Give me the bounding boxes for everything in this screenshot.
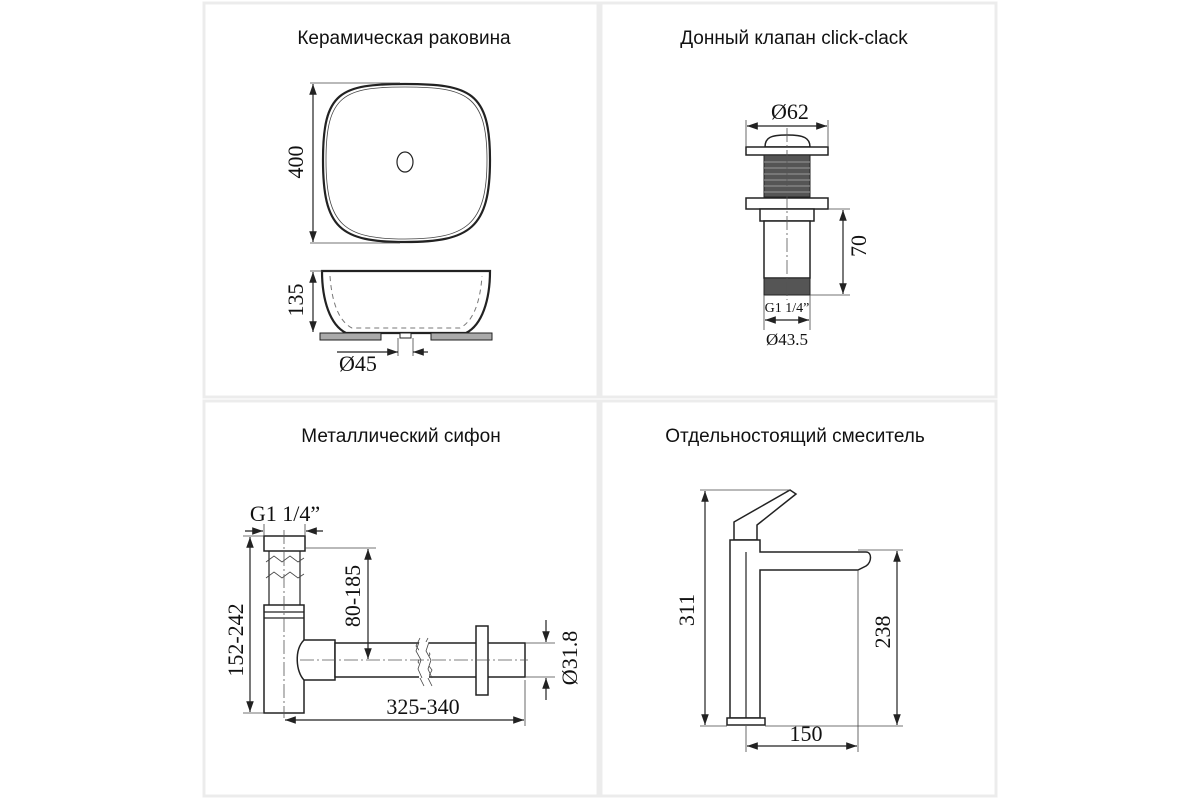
dimension-pipe-diameter: Ø31.8 — [525, 620, 582, 700]
dim-label: 325-340 — [386, 694, 459, 719]
dimension-spout-height: 238 — [765, 549, 903, 727]
drain-outlet — [399, 332, 412, 339]
dim-label: Ø31.8 — [557, 631, 582, 685]
panel-metal-siphon: Металлический сифон G1 1/4” — [223, 426, 582, 726]
valve-drawing — [745, 128, 829, 300]
panel-title: Керамическая раковина — [297, 28, 511, 49]
panel-title: Металлический сифон — [301, 426, 500, 447]
dimension-drain: Ø45 — [337, 338, 428, 376]
siphon-drawing — [263, 530, 528, 718]
basin-side-view — [319, 269, 493, 341]
dimension-length: 70 — [810, 208, 871, 296]
dimension-height: 152-242 — [223, 535, 264, 714]
panel-title: Отдельностоящий смеситель — [665, 426, 925, 447]
dim-label: 150 — [790, 721, 823, 746]
dim-label: G1 1/4” — [250, 501, 320, 526]
drain-hole — [396, 151, 414, 173]
dim-label: Ø62 — [771, 99, 809, 124]
panel-title: Донный клапан click-clack — [680, 28, 908, 49]
dim-label: Ø43.5 — [766, 330, 808, 349]
panel-grid — [202, 1, 998, 798]
dimension-diameter: Ø62 — [745, 99, 829, 147]
dim-label: Ø45 — [339, 351, 377, 376]
dim-label: 400 — [283, 146, 308, 179]
dim-label: 152-242 — [223, 603, 248, 676]
dimension-thread: G1 1/4” — [245, 501, 323, 536]
panel-freestanding-faucet: Отдельностоящий смеситель 311 238 150 — [665, 426, 925, 752]
faucet-drawing — [726, 489, 872, 726]
dim-label: G1 1/4” — [765, 301, 810, 316]
dim-label: 311 — [674, 594, 699, 626]
dimension-height: 311 — [674, 489, 790, 727]
dimension-reach: 325-340 — [285, 680, 526, 726]
dim-label: 70 — [846, 235, 871, 257]
dim-label: 80-185 — [340, 565, 365, 627]
dimension-width: 400 — [283, 82, 400, 244]
dimension-height: 135 — [283, 270, 322, 332]
dim-label: 135 — [283, 284, 308, 317]
basin-top-view — [321, 82, 492, 244]
dimension-thread: G1 1/4” Ø43.5 — [763, 295, 811, 349]
dimension-reach: 150 — [745, 570, 859, 752]
panel-ceramic-basin: Керамическая раковина 400 135 — [283, 28, 511, 376]
panel-click-clack-valve: Донный клапан click-clack Ø62 — [680, 28, 908, 349]
dim-label: 238 — [870, 616, 895, 649]
dimension-drop: 80-185 — [305, 547, 376, 659]
